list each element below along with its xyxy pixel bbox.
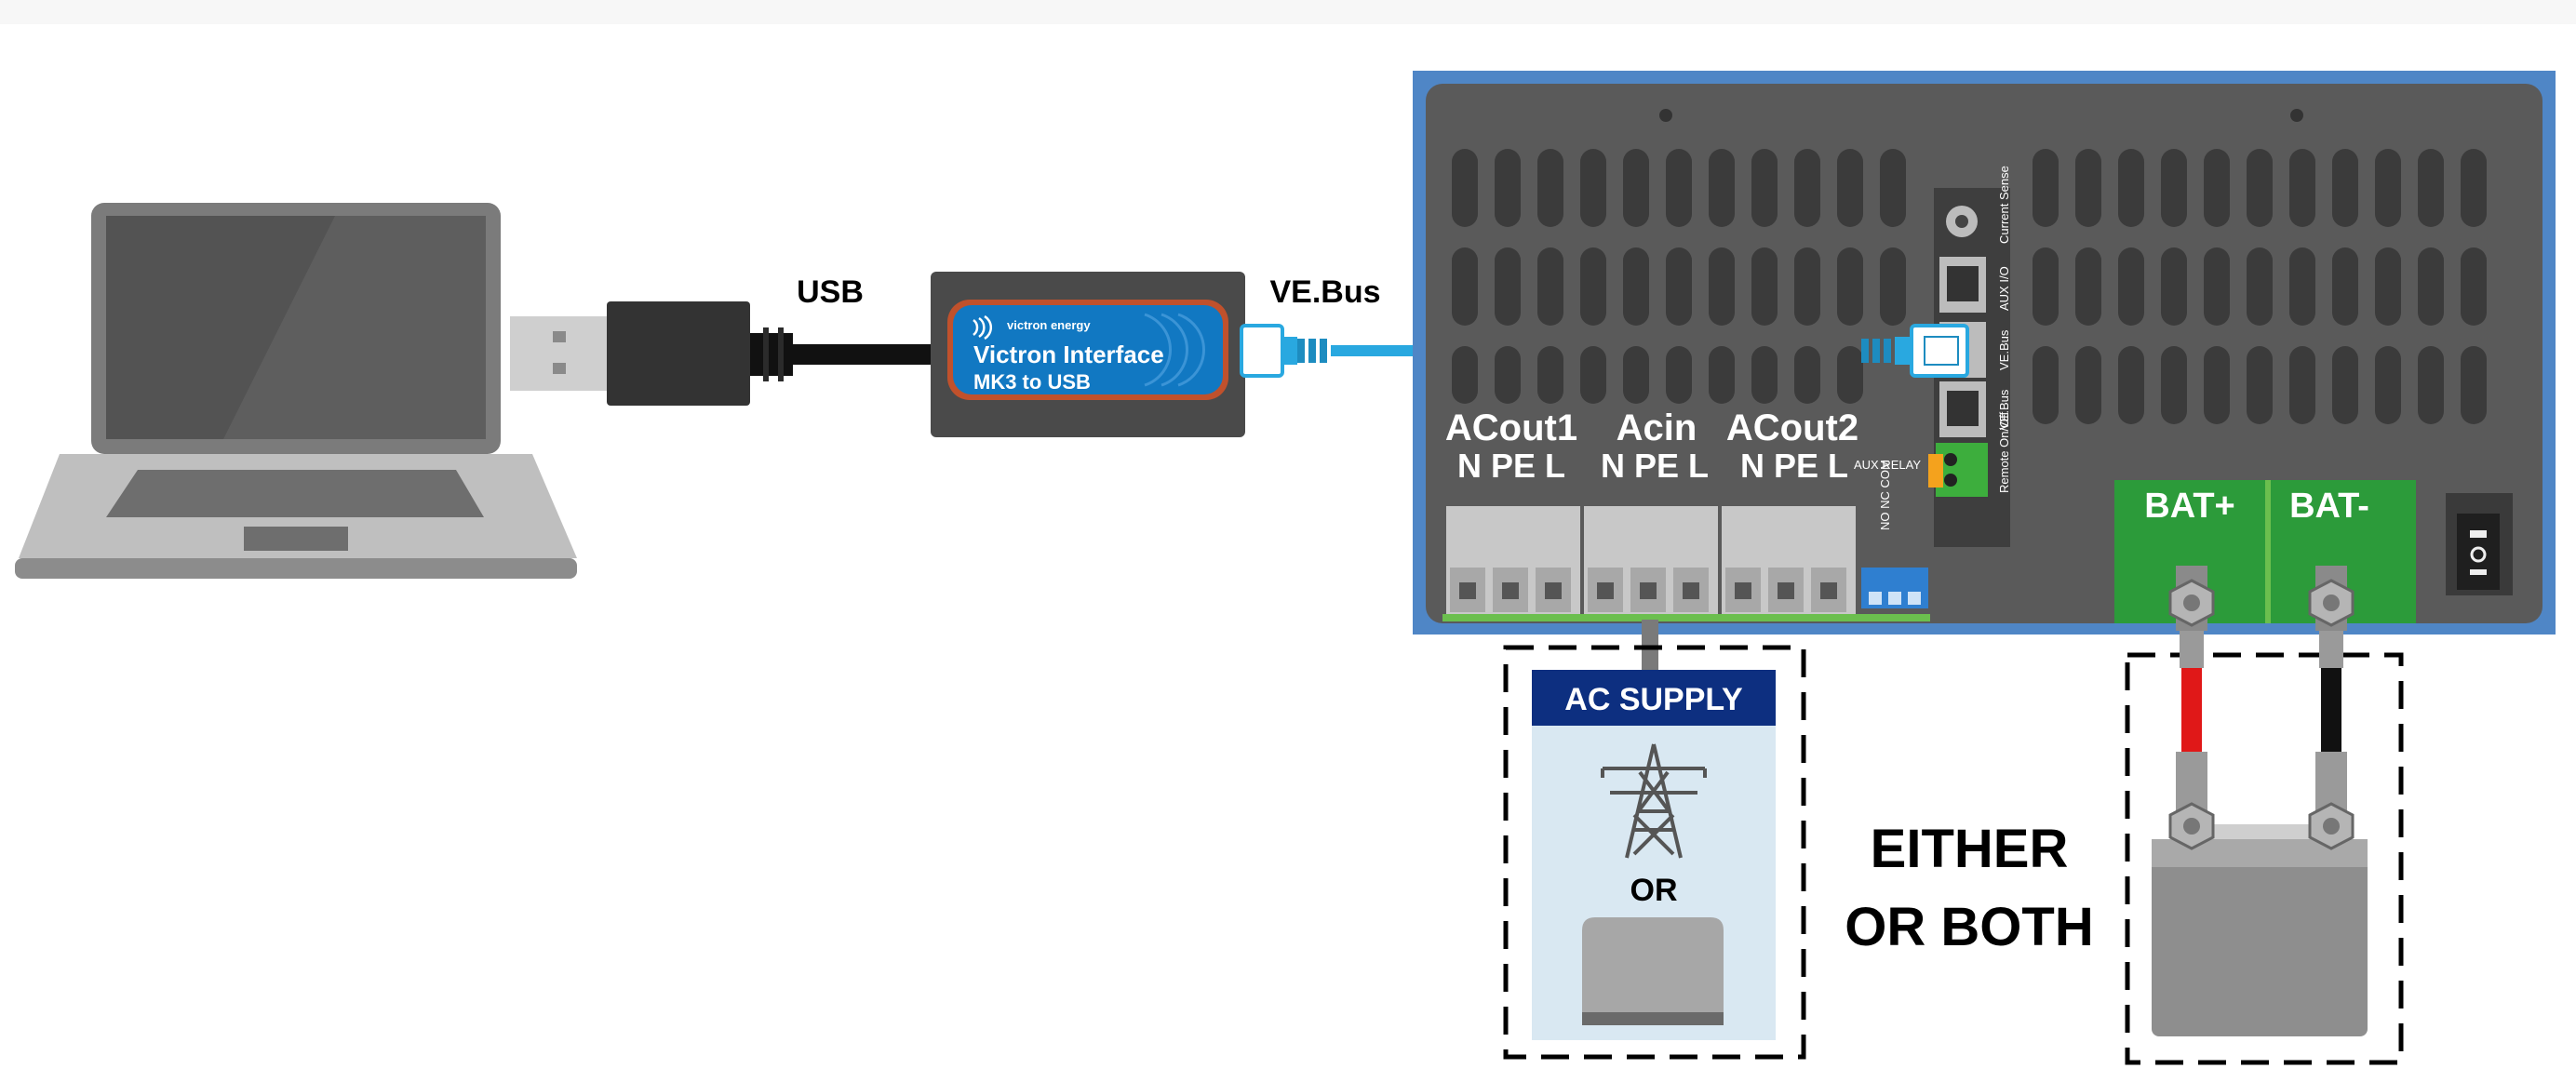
battery-dashed-box [2125, 652, 2404, 1065]
victron-logo-icon [973, 314, 993, 341]
vebus-label: VE.Bus [1269, 274, 1380, 310]
acin-pins-label: N PE L [1601, 447, 1709, 485]
usb-cable [793, 344, 932, 365]
acout2-pins-label: N PE L [1740, 447, 1848, 485]
either-label: EITHER [1871, 819, 2069, 879]
interface-brand: victron energy [1007, 318, 1091, 332]
vent-slots-right [2033, 149, 2487, 424]
ac-terminal-blocks [1442, 506, 1930, 621]
vebus-port-label-1: VE.Bus [1997, 329, 2011, 370]
vebus-port-label-2: VE.Bus [1997, 389, 2011, 430]
aux-io-label: AUX I/O [1997, 266, 2011, 311]
acout1-pins-label: N PE L [1457, 447, 1565, 485]
aux-relay-label: AUX RELAY [1854, 458, 1921, 472]
remote-onoff-terminal-icon [1936, 443, 1988, 497]
battery-terminal-block [2114, 480, 2416, 623]
bat-minus-label: BAT- [2289, 487, 2369, 526]
battery-lug-minus-icon [2308, 566, 2355, 668]
bat-plus-label: BAT+ [2144, 487, 2234, 526]
battery-icon [2152, 752, 2368, 1036]
relay-pins-label: NO NC COM [1878, 460, 1892, 530]
usb-plug-icon [510, 301, 793, 406]
battery-lug-plus-icon [2168, 566, 2215, 668]
rj45-plug-left-icon [1240, 324, 1327, 378]
power-switch-icon [2446, 493, 2513, 595]
or-both-label: OR BOTH [1845, 897, 2093, 957]
interface-subtitle: MK3 to USB [973, 370, 1091, 394]
rj45-plug-right-icon [1861, 324, 1969, 378]
remote-label: Remote On/Off [1997, 411, 2011, 493]
ac-supply-header [1532, 670, 1776, 726]
mk3-usb-interface: victron energy Victron Interface MK3 to … [931, 272, 1245, 437]
ac-supply-dashed-box [1503, 645, 1806, 1060]
inverter-charger: Current Sense AUX I/O VE.Bus VE.Bus Remo… [1413, 71, 2556, 635]
generator-icon [1582, 917, 1724, 1025]
interface-title: Victron Interface [973, 341, 1164, 368]
acout2-label: ACout2 [1726, 407, 1858, 448]
aux-relay-terminal-icon [1861, 568, 1928, 608]
acin-label: Acin [1617, 407, 1697, 448]
ac-supply-label: AC SUPPLY [1564, 682, 1743, 717]
laptop-icon [15, 203, 577, 579]
top-band [0, 0, 2576, 24]
black-battery-wire [2321, 668, 2341, 752]
red-battery-wire [2181, 668, 2202, 752]
acout1-label: ACout1 [1445, 407, 1577, 448]
power-pylon-icon [1601, 743, 1707, 859]
or-label: OR [1630, 873, 1678, 908]
current-sense-label: Current Sense [1997, 166, 2011, 244]
usb-label: USB [797, 274, 864, 310]
vent-slots-left [1452, 149, 1906, 404]
